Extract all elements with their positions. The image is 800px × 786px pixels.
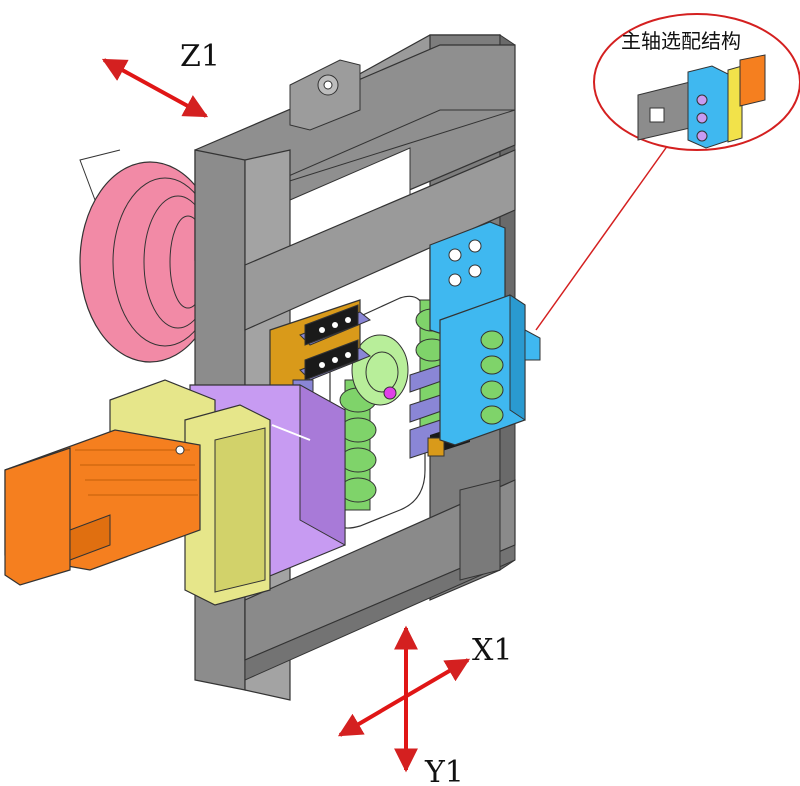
callout-label: 主轴选配结构 <box>621 29 741 53</box>
axis-arrow-z1 <box>101 58 209 118</box>
axis-label-x1: X1 <box>472 633 512 668</box>
tool-clamp-left <box>269 299 371 403</box>
callout-bubble: 主轴选配结构 <box>535 13 800 331</box>
drive-motor <box>4 429 201 586</box>
axis-label-z1: Z1 <box>180 39 220 74</box>
axis-label-y1: Y1 <box>424 755 464 786</box>
spindle-turret <box>429 221 541 446</box>
